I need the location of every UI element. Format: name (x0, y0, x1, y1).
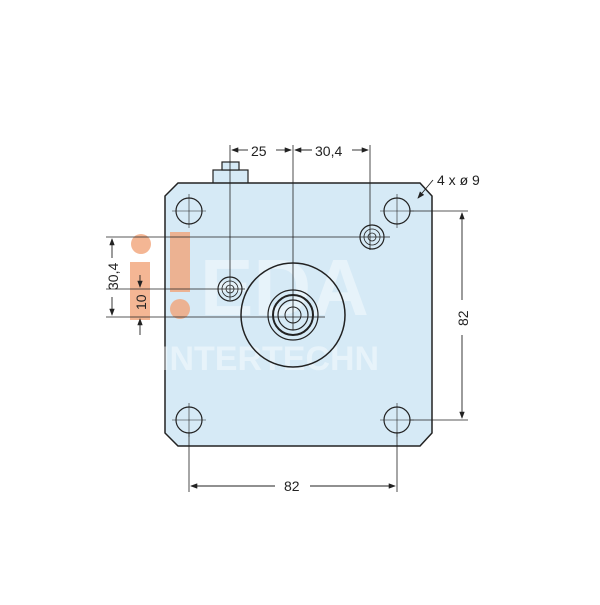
hole-callout: 4 x ø 9 (437, 172, 480, 188)
dim-right-vertical: 82 (455, 310, 471, 326)
dim-left-inner: 10 (133, 294, 149, 310)
extension-lines (106, 145, 468, 492)
svg-text:INTERTECHN: INTERTECHN (160, 340, 379, 378)
fitting-nut (212, 161, 249, 185)
dim-left-outer: 30,4 (105, 263, 121, 290)
flange-plate (164, 182, 433, 447)
dim-bottom-horizontal: 82 (284, 478, 300, 494)
dim-top-right: 30,4 (315, 143, 342, 159)
svg-text:EDA: EDA (200, 243, 369, 332)
dim-top-left: 25 (251, 143, 267, 159)
dimension-lines (109, 147, 465, 489)
mounting-holes (172, 194, 414, 437)
